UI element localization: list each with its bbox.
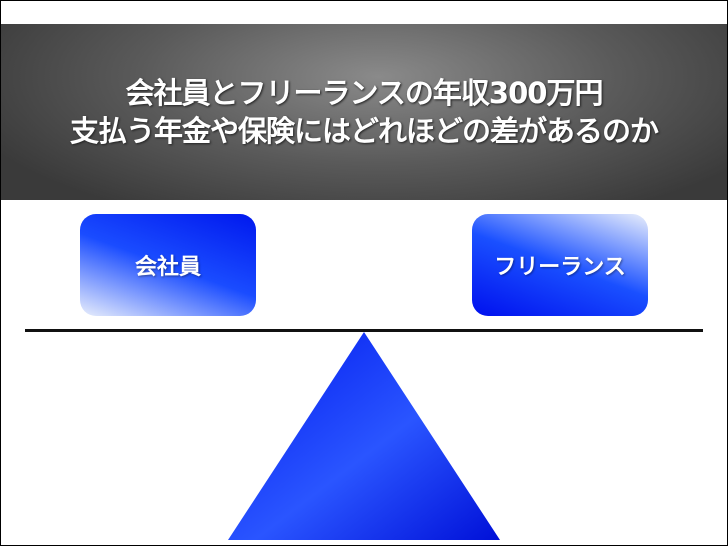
- freelance-box: フリーランス: [472, 214, 648, 316]
- title-line-2: 支払う年金や保険にはどれほどの差があるのか: [69, 114, 659, 148]
- balance-beam: [25, 329, 703, 332]
- title-banner: 会社員とフリーランスの年収300万円 支払う年金や保険にはどれほどの差があるのか: [1, 24, 727, 200]
- freelance-label: フリーランス: [494, 255, 626, 280]
- employee-label: 会社員: [134, 255, 201, 280]
- title-line-1: 会社員とフリーランスの年収300万円: [125, 76, 604, 110]
- fulcrum-triangle: [228, 332, 500, 540]
- employee-box: 会社員: [80, 214, 256, 316]
